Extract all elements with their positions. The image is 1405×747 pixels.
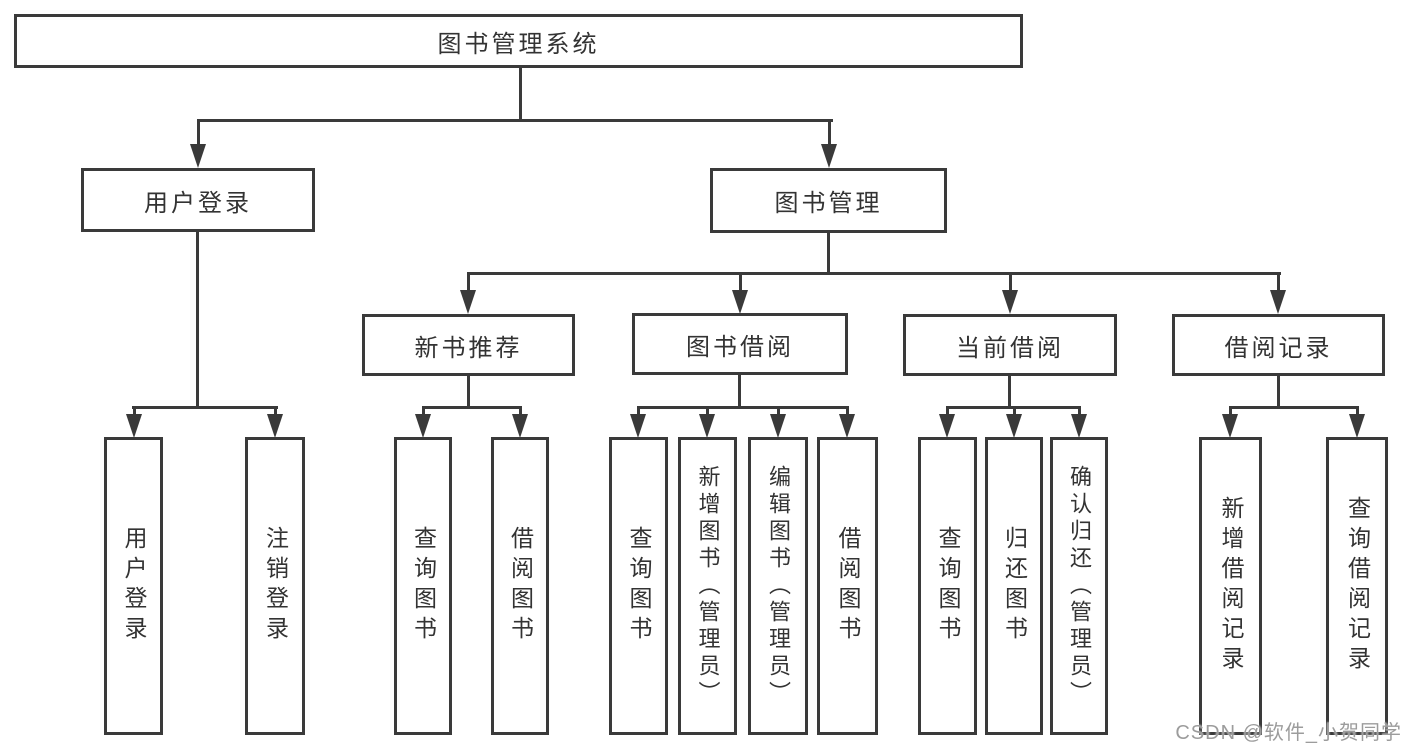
connector-line: [519, 68, 522, 122]
connector-line: [422, 406, 522, 409]
arrow-down-icon: [1270, 272, 1286, 314]
arrow-down-icon: [939, 406, 955, 438]
leaf-query-books-borrowing: 查询图书: [609, 437, 668, 735]
connector-line: [467, 272, 1281, 275]
arrow-down-icon: [1222, 406, 1238, 438]
connector-line: [132, 406, 278, 409]
arrow-down-icon: [1349, 406, 1365, 438]
arrow-down-icon: [190, 119, 206, 168]
node-new-book-recommendation: 新书推荐: [362, 314, 575, 376]
connector-line: [637, 406, 849, 409]
connector-line: [467, 376, 470, 409]
leaf-logout: 注销登录: [245, 437, 305, 735]
leaf-add-books-admin: 新增图书（管理员）: [678, 437, 737, 735]
arrow-down-icon: [1002, 272, 1018, 314]
arrow-down-icon: [839, 406, 855, 438]
leaf-return-books: 归还图书: [985, 437, 1043, 735]
leaf-query-borrow-record: 查询借阅记录: [1326, 437, 1388, 735]
leaf-user-login: 用户登录: [104, 437, 163, 735]
arrow-down-icon: [1006, 406, 1022, 438]
arrow-down-icon: [770, 406, 786, 438]
connector-line: [1277, 376, 1280, 409]
connector-line: [1229, 406, 1359, 409]
connector-line: [827, 233, 830, 275]
connector-line: [1008, 376, 1011, 409]
arrow-down-icon: [821, 119, 837, 168]
leaf-query-books-recommend: 查询图书: [394, 437, 452, 735]
connector-line: [197, 119, 833, 122]
arrow-down-icon: [630, 406, 646, 438]
leaf-edit-books-admin: 编辑图书（管理员）: [748, 437, 808, 735]
arrow-down-icon: [732, 272, 748, 314]
node-user-login: 用户登录: [81, 168, 315, 232]
node-library-management-system: 图书管理系统: [14, 14, 1023, 68]
connector-line: [196, 232, 199, 409]
arrow-down-icon: [415, 406, 431, 438]
arrow-down-icon: [699, 406, 715, 438]
connector-line: [738, 375, 741, 409]
arrow-down-icon: [460, 272, 476, 314]
leaf-confirm-return-admin: 确认归还（管理员）: [1050, 437, 1108, 735]
arrow-down-icon: [267, 406, 283, 438]
node-book-management: 图书管理: [710, 168, 947, 233]
node-book-borrowing: 图书借阅: [632, 313, 848, 375]
node-borrowing-records: 借阅记录: [1172, 314, 1385, 376]
arrow-down-icon: [512, 406, 528, 438]
leaf-add-borrow-record: 新增借阅记录: [1199, 437, 1262, 735]
leaf-borrow-books-recommend: 借阅图书: [491, 437, 549, 735]
leaf-query-books-current: 查询图书: [918, 437, 977, 735]
leaf-borrow-books: 借阅图书: [817, 437, 878, 735]
arrow-down-icon: [1071, 406, 1087, 438]
node-current-borrowing: 当前借阅: [903, 314, 1117, 376]
arrow-down-icon: [126, 406, 142, 438]
csdn-watermark: CSDN @软件_小贺同学: [1175, 722, 1402, 744]
